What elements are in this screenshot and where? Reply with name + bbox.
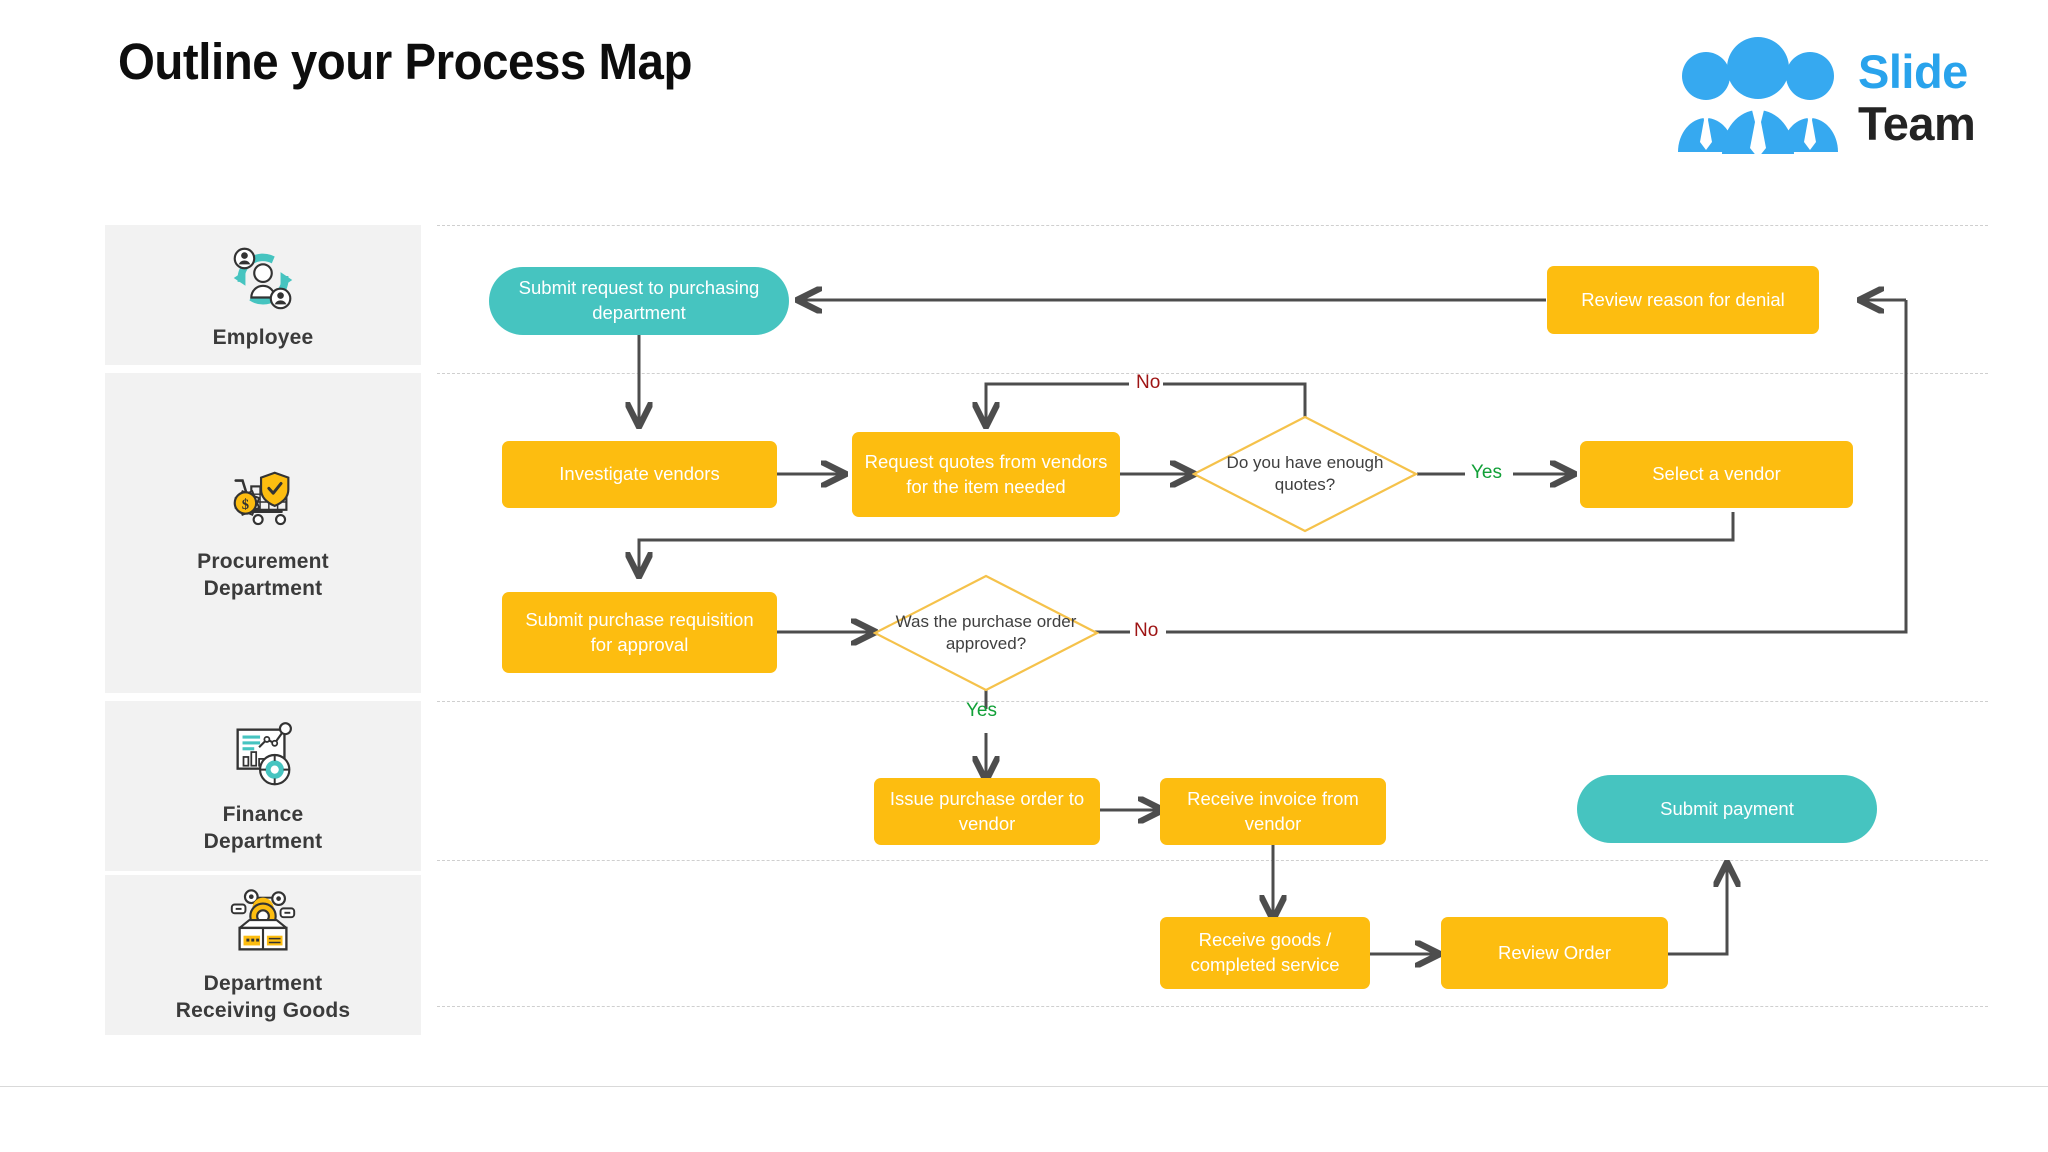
lane-divider-procurement <box>437 701 1988 702</box>
lane-divider-finance <box>437 860 1988 861</box>
cart-shield-dollar-icon: $ <box>233 471 290 526</box>
node-select-a-vendor[interactable]: Select a vendor <box>1580 441 1853 508</box>
node-review-reason-for-denial[interactable]: Review reason for denial <box>1547 266 1819 334</box>
lane-label-text: Employee <box>212 325 314 349</box>
node-review-order[interactable]: Review Order <box>1441 917 1668 989</box>
node-receive-goods[interactable]: Receive goods / completed service <box>1160 917 1370 989</box>
lane-label-text: Finance Department <box>203 803 323 853</box>
people-cycle-icon <box>233 247 293 309</box>
node-submit-payment[interactable]: Submit payment <box>1577 775 1877 843</box>
open-box-gear-icon <box>230 889 296 951</box>
decision-label: Was the purchase order approved? <box>895 611 1077 653</box>
node-request-quotes[interactable]: Request quotes from vendors for the item… <box>852 432 1120 517</box>
three-people-team-icon <box>1678 37 1838 154</box>
diamond-shape <box>873 574 1099 692</box>
analytics-chart-icon <box>236 722 292 786</box>
diamond-shape <box>1192 415 1418 533</box>
node-submit-request[interactable]: Submit request to purchasing department <box>489 267 789 335</box>
lane-label-employee: Employee <box>105 225 421 365</box>
edge-label-quotes-yes: Yes <box>1471 462 1502 483</box>
node-submit-requisition[interactable]: Submit purchase requisition for approval <box>502 592 777 673</box>
page-title: Outline your Process Map <box>118 33 692 90</box>
lane-label-receiving: Department Receiving Goods <box>105 875 421 1035</box>
decision-label: Do you have enough quotes? <box>1226 452 1384 494</box>
node-investigate-vendors[interactable]: Investigate vendors <box>502 441 777 508</box>
lane-divider-employee <box>437 373 1988 374</box>
edge-label-po-no: No <box>1134 620 1159 641</box>
node-decision-enough-quotes[interactable]: Do you have enough quotes? <box>1192 415 1418 533</box>
edge-label-quotes-no: No <box>1136 372 1161 393</box>
logo-word-slide: Slide <box>1858 45 1968 98</box>
svg-text:$: $ <box>242 497 249 513</box>
node-decision-po-approved[interactable]: Was the purchase order approved? <box>873 574 1099 692</box>
lane-label-text: Department Receiving Goods <box>175 972 351 1022</box>
lane-divider-top <box>437 225 1988 226</box>
slideteam-logo: Slide Team <box>1668 26 2028 156</box>
edge-label-po-yes: Yes <box>966 700 997 721</box>
node-issue-purchase-order[interactable]: Issue purchase order to vendor <box>874 778 1100 845</box>
lane-divider-bottom <box>437 1006 1988 1007</box>
lane-label-finance: Finance Department <box>105 701 421 871</box>
node-receive-invoice[interactable]: Receive invoice from vendor <box>1160 778 1386 845</box>
lane-label-text: Procurement Department <box>197 550 329 600</box>
footer-divider <box>0 1086 2048 1087</box>
lane-label-procurement: $ Procurement Department <box>105 373 421 693</box>
logo-word-team: Team <box>1858 97 1976 150</box>
